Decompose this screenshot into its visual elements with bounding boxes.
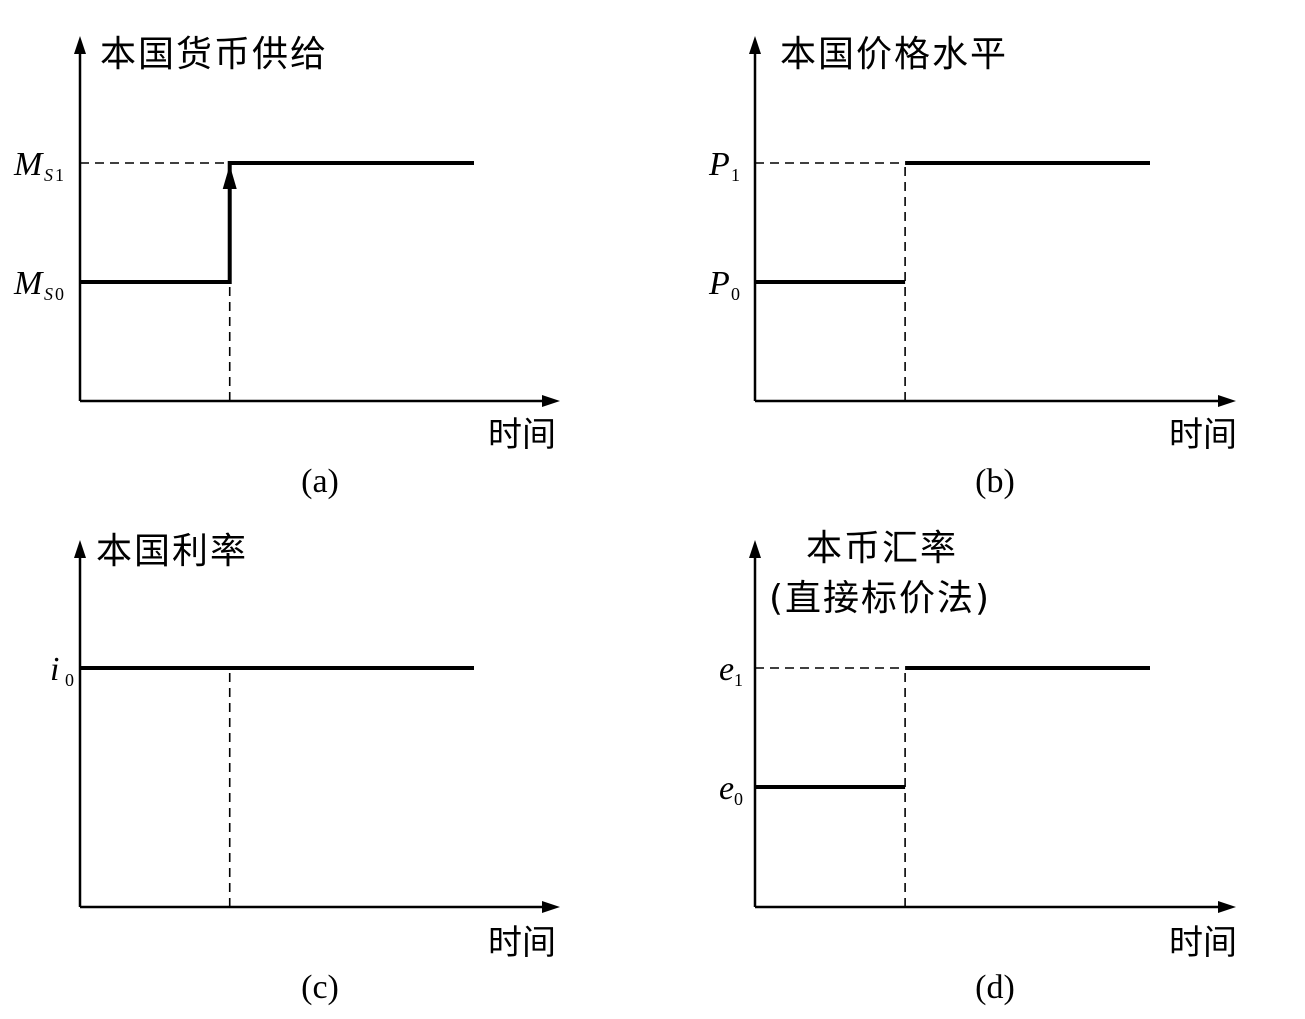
series-line-0 [80,161,474,284]
y-axis-arrowhead [749,36,761,54]
level-label-subscript: S [44,284,53,304]
x-axis-arrowhead [1218,395,1236,407]
x-axis-label: 时间 [488,923,556,963]
x-axis-label: 时间 [1169,923,1237,963]
y-axis-arrowhead [749,540,761,558]
panel-caption: (b) [975,463,1015,500]
level-label: P [708,146,730,183]
level-label: e [719,651,734,688]
level-label-subscript: 0 [734,789,743,809]
level-label-subscript: 0 [55,284,64,304]
level-label: M [13,265,44,302]
jump-arrowhead [222,165,237,189]
level-label-subscript: 1 [55,165,64,185]
level-label-subscript: 1 [731,165,740,185]
x-axis-label: 时间 [488,415,556,455]
panel-caption: (d) [975,969,1015,1006]
level-label-subscript: 1 [734,670,743,690]
panel-caption: (c) [301,969,339,1006]
level-label-subscript: 0 [65,670,74,690]
chart-subtitle: (直接标价法) [769,578,991,619]
panel-caption: (a) [301,463,339,500]
chart-title: 本币汇率 [806,528,958,569]
level-label-subscript: S [44,165,53,185]
y-axis-arrowhead [74,540,86,558]
level-label: P [708,265,730,302]
y-axis-arrowhead [74,36,86,54]
level-label: i [50,651,59,688]
chart-title: 本国利率 [96,531,248,572]
x-axis-label: 时间 [1169,415,1237,455]
x-axis-arrowhead [542,395,560,407]
level-label: e [719,770,734,807]
x-axis-arrowhead [542,901,560,913]
level-label-subscript: 0 [731,284,740,304]
chart-title: 本国货币供给 [100,34,328,75]
chart-title: 本国价格水平 [780,34,1008,75]
level-label: M [13,146,44,183]
x-axis-arrowhead [1218,901,1236,913]
